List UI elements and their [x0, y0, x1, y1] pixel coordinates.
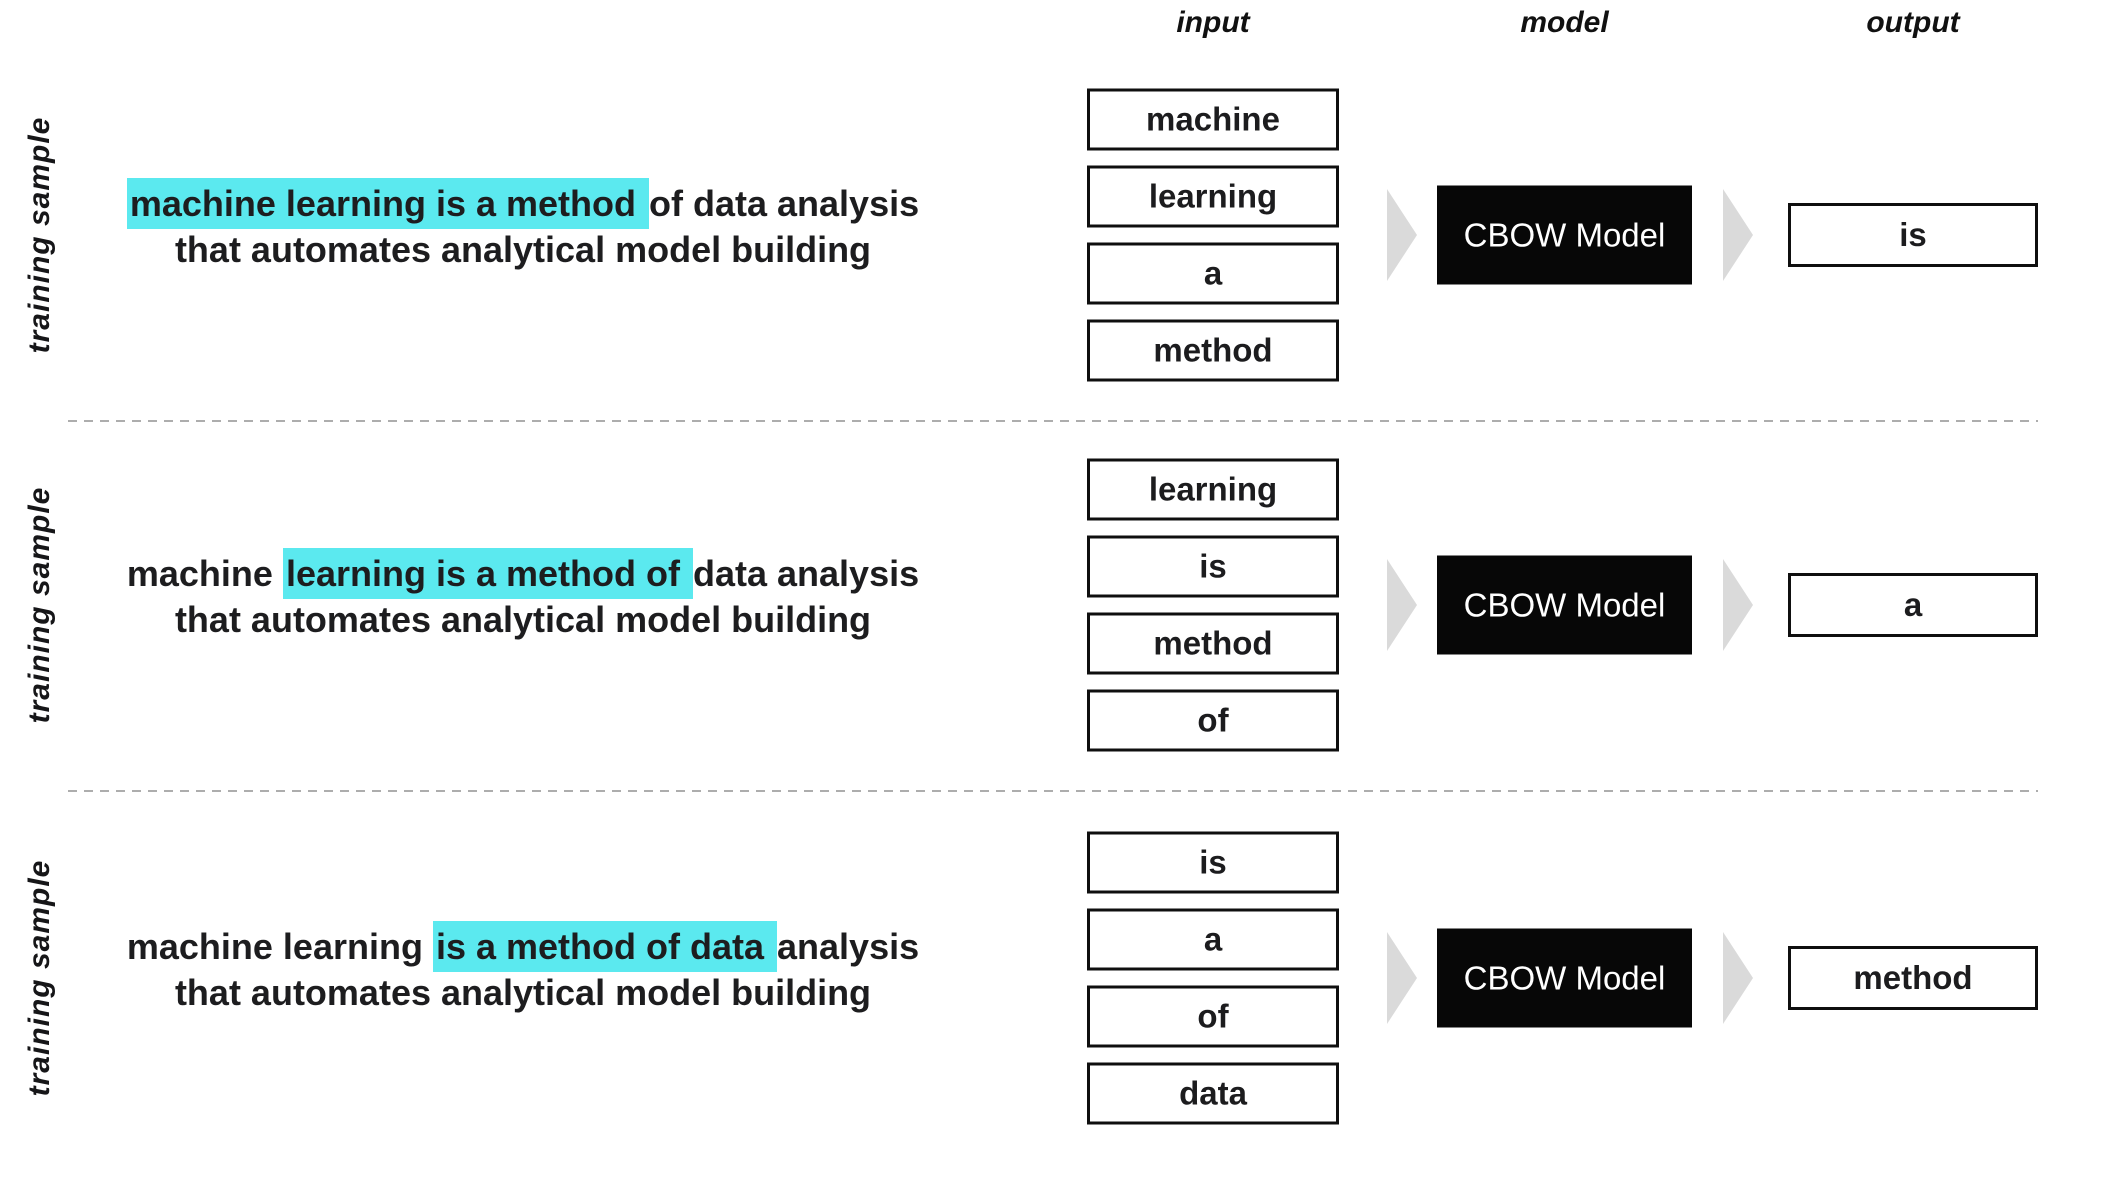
context-window-highlight: machine learning is a method: [126, 178, 650, 229]
input-word-box: is: [1087, 831, 1339, 894]
input-word-stack: machine learning a method: [1087, 88, 1339, 382]
training-sample-row: training sample machine learning is a me…: [0, 75, 2102, 395]
input-word-box: a: [1087, 908, 1339, 971]
context-window-highlight: learning is a method of: [282, 548, 693, 599]
input-word-stack: is a of data: [1087, 831, 1339, 1125]
output-word-box: is: [1788, 203, 2038, 267]
row-divider: [68, 790, 2038, 792]
column-header-output: output: [1866, 6, 1960, 39]
input-word-stack: learning is method of: [1087, 458, 1339, 752]
sentence-line1-post: data analysis: [693, 553, 920, 594]
sentence-line1: machine learning is a method of data ana…: [28, 178, 1018, 229]
column-header-model: model: [1520, 6, 1609, 39]
row-divider: [68, 420, 2038, 422]
training-sentence: machine learning is a method of data ana…: [28, 178, 1018, 273]
input-word-box: learning: [1087, 458, 1339, 521]
flow-arrow-icon: [1387, 189, 1417, 281]
input-word-box: machine: [1087, 88, 1339, 151]
sentence-line1-pre: machine: [126, 553, 283, 594]
sentence-line1: machine learning is a method of data ana…: [28, 921, 1018, 972]
flow-arrow-icon: [1723, 189, 1753, 281]
output-word-box: method: [1788, 946, 2038, 1010]
context-window-highlight: is a method of data: [432, 921, 778, 972]
flow-arrow-icon: [1387, 932, 1417, 1024]
sentence-line2: that automates analytical model building: [174, 229, 872, 270]
sentence-line2: that automates analytical model building: [174, 599, 872, 640]
input-word-box: learning: [1087, 165, 1339, 228]
input-word-box: method: [1087, 319, 1339, 382]
flow-arrow-icon: [1387, 559, 1417, 651]
sentence-line1-post: of data analysis: [649, 183, 920, 224]
cbow-model-box: CBOW Model: [1437, 928, 1692, 1028]
sentence-line1-post: analysis: [777, 926, 920, 967]
flow-arrow-icon: [1723, 932, 1753, 1024]
input-word-box: of: [1087, 689, 1339, 752]
training-sample-row: training sample machine learning is a me…: [0, 818, 2102, 1138]
input-word-box: a: [1087, 242, 1339, 305]
training-sentence: machine learning is a method of data ana…: [28, 548, 1018, 643]
cbow-model-box: CBOW Model: [1437, 185, 1692, 285]
output-word-box: a: [1788, 573, 2038, 637]
input-word-box: data: [1087, 1062, 1339, 1125]
sentence-line1: machine learning is a method of data ana…: [28, 548, 1018, 599]
sentence-line1-pre: machine learning: [126, 926, 433, 967]
input-word-box: method: [1087, 612, 1339, 675]
training-sample-row: training sample machine learning is a me…: [0, 445, 2102, 765]
input-word-box: is: [1087, 535, 1339, 598]
flow-arrow-icon: [1723, 559, 1753, 651]
input-word-box: of: [1087, 985, 1339, 1048]
cbow-model-box: CBOW Model: [1437, 555, 1692, 655]
column-header-input: input: [1176, 6, 1250, 39]
training-sentence: machine learning is a method of data ana…: [28, 921, 1018, 1016]
sentence-line2: that automates analytical model building: [174, 972, 872, 1013]
